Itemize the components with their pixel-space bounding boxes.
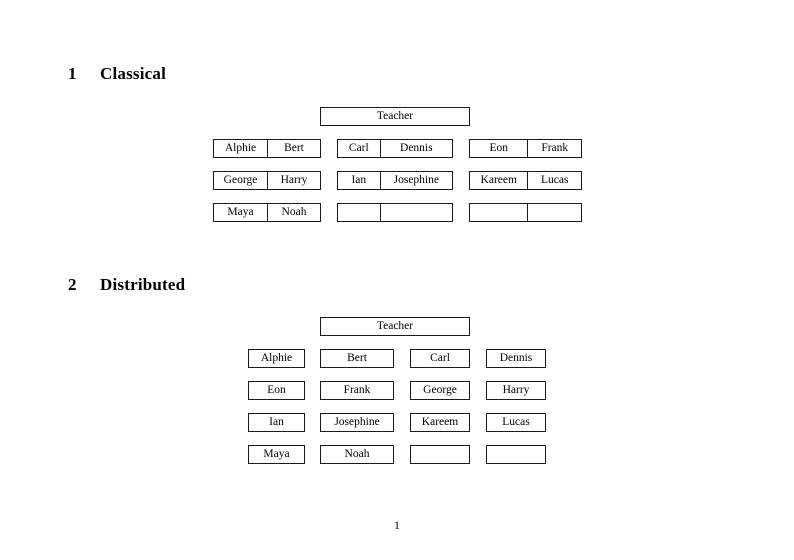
distributed-cell: Alphie (248, 349, 305, 368)
table-cell: Alphie (224, 142, 257, 154)
classical-group-right-row-2: Kareem Lucas (469, 171, 582, 190)
distributed-cell-empty (486, 445, 546, 464)
table-cell: Carl (348, 142, 369, 154)
classical-teacher-box: Teacher (320, 107, 470, 126)
distributed-cell: Dennis (486, 349, 546, 368)
page-number: 1 (394, 520, 400, 532)
section-number: 1 (68, 64, 77, 83)
distributed-cell: Lucas (486, 413, 546, 432)
table-cell: Josephine (379, 172, 452, 189)
distributed-cell: Maya (248, 445, 305, 464)
table-cell: Lucas (527, 172, 581, 189)
classical-group-left-row-2: George Harry (213, 171, 321, 190)
table-cell: Eon (489, 142, 508, 154)
table-cell-empty (379, 204, 452, 221)
table-cell: Dennis (379, 140, 452, 157)
distributed-cell: Harry (486, 381, 546, 400)
classical-group-left-row-1: Alphie Bert (213, 139, 321, 158)
section-title: Distributed (100, 275, 186, 294)
section-heading-classical: 1 Classical (68, 64, 166, 84)
distributed-cell-empty (410, 445, 470, 464)
section-title: Classical (100, 64, 167, 83)
distributed-cell: Eon (248, 381, 305, 400)
classical-group-right-row-1: Eon Frank (469, 139, 582, 158)
table-cell: Bert (266, 140, 320, 157)
distributed-cell: Noah (320, 445, 394, 464)
classical-group-middle-row-2: Ian Josephine (337, 171, 453, 190)
section-heading-distributed: 2 Distributed (68, 275, 185, 295)
table-cell: Noah (266, 204, 320, 221)
table-cell-empty (470, 204, 527, 221)
classical-group-right-row-3 (469, 203, 582, 222)
classical-group-middle-row-1: Carl Dennis (337, 139, 453, 158)
distributed-cell: Frank (320, 381, 394, 400)
table-cell: Kareem (480, 174, 517, 186)
table-cell: Ian (351, 174, 367, 186)
distributed-cell: Josephine (320, 413, 394, 432)
distributed-cell: Bert (320, 349, 394, 368)
distributed-cell: George (410, 381, 470, 400)
classical-group-left-row-3: Maya Noah (213, 203, 321, 222)
table-cell: Harry (266, 172, 320, 189)
distributed-cell: Kareem (410, 413, 470, 432)
distributed-cell: Ian (248, 413, 305, 432)
table-cell: Maya (227, 206, 254, 218)
classical-group-middle-row-3 (337, 203, 453, 222)
section-number: 2 (68, 275, 77, 294)
table-cell: George (223, 174, 258, 186)
table-cell: Frank (527, 140, 581, 157)
table-cell-empty (338, 204, 380, 221)
table-cell-empty (527, 204, 581, 221)
distributed-cell: Carl (410, 349, 470, 368)
distributed-teacher-box: Teacher (320, 317, 470, 336)
